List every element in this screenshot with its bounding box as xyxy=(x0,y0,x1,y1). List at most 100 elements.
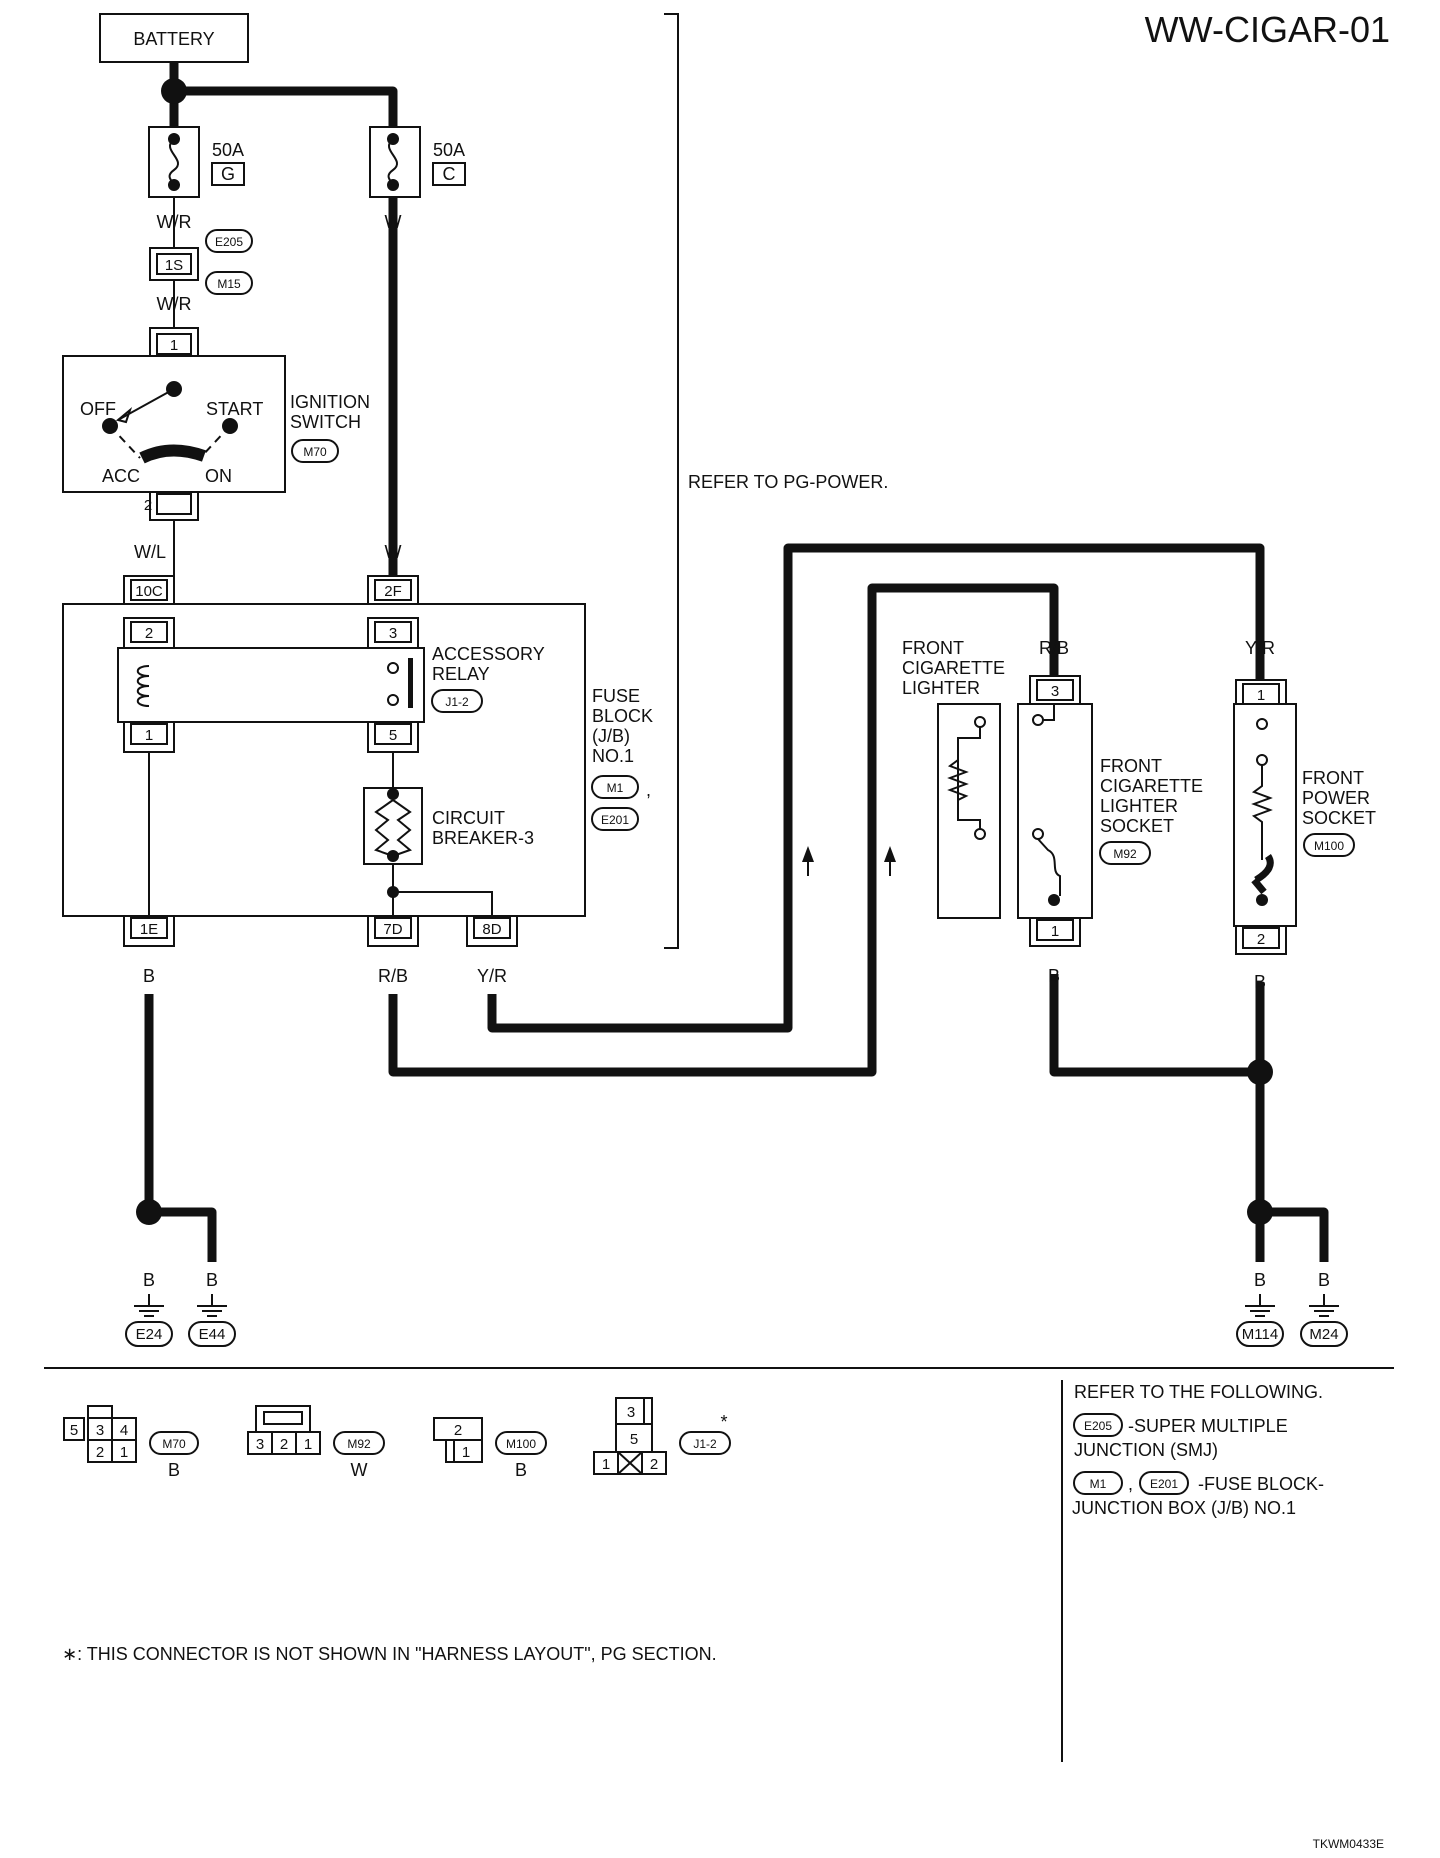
legend-m100-name: M100 xyxy=(506,1437,536,1451)
ignition-connector: M70 xyxy=(303,445,327,459)
lighter-socket-label-1: FRONT xyxy=(1100,756,1162,776)
smj-pin: 1S xyxy=(165,257,183,274)
ignition-label-2: SWITCH xyxy=(290,412,361,432)
fuse-g-rating: 50A xyxy=(212,140,244,160)
wire-color-b-1e: B xyxy=(143,966,155,986)
front-power-socket xyxy=(1233,679,1297,955)
legend-m70-color: B xyxy=(168,1460,180,1480)
fuse-c-rating: 50A xyxy=(433,140,465,160)
ignition-pin-top: 1 xyxy=(170,337,178,354)
wire-color-b-m24: B xyxy=(1318,1270,1330,1290)
refer-pg-power: REFER TO PG-POWER. xyxy=(688,472,888,492)
fuse-block-label-4: NO.1 xyxy=(592,746,634,766)
refer-item1-conn: E205 xyxy=(1084,1419,1112,1433)
legend-j1-2-pin-1: 1 xyxy=(602,1456,610,1473)
fuse-block-sep: , xyxy=(646,780,651,800)
ground-m114: M114 xyxy=(1242,1326,1278,1343)
footnote: ∗: THIS CONNECTOR IS NOT SHOWN IN "HARNE… xyxy=(62,1644,717,1664)
smj-connector-e205: E205 xyxy=(215,235,243,249)
legend-m70-pin-5: 5 xyxy=(70,1422,78,1439)
wire-color-r-b-lighter: R/B xyxy=(1039,638,1069,658)
smj-connector-m15: M15 xyxy=(217,277,241,291)
footer-code: TKWM0433E xyxy=(1313,1837,1384,1851)
fuse-block-connector-e201: E201 xyxy=(601,813,629,827)
fuse-block-pin-2f: 2F xyxy=(384,583,402,600)
fuse-block-connector-m1: M1 xyxy=(607,781,624,795)
legend-j1-2-pin-5: 5 xyxy=(630,1431,638,1448)
power-socket-label-3: SOCKET xyxy=(1302,808,1376,828)
lighter-socket-connector: M92 xyxy=(1113,847,1137,861)
breaker-label-1: CIRCUIT xyxy=(432,808,505,828)
fuse-block xyxy=(62,603,586,917)
circuit-breaker-3 xyxy=(363,752,493,932)
legend-m92-pin-3: 3 xyxy=(256,1436,264,1453)
ignition-pos-acc: ACC xyxy=(102,466,140,486)
wire-color-b-m114: B xyxy=(1254,1270,1266,1290)
lighter-label-1: FRONT xyxy=(902,638,964,658)
diagram-title: WW-CIGAR-01 xyxy=(1145,9,1390,50)
wire-color-w-r-top: W/R xyxy=(157,212,192,232)
wire-color-w-top: W xyxy=(385,212,402,232)
power-socket-label-1: FRONT xyxy=(1302,768,1364,788)
ignition-pos-off: OFF xyxy=(80,399,116,419)
refer-item2-line2: JUNCTION BOX (J/B) NO.1 xyxy=(1072,1498,1296,1518)
wire-color-w-l: W/L xyxy=(134,542,166,562)
legend-m100-pin-2: 2 xyxy=(454,1422,462,1439)
ignition-label-1: IGNITION xyxy=(290,392,370,412)
fuse-g-letter: G xyxy=(221,164,235,184)
front-cigarette-lighter-socket xyxy=(1017,675,1093,947)
wire-color-w-r-bottom: W/R xyxy=(157,294,192,314)
legend-m92-pin-1: 1 xyxy=(304,1436,312,1453)
wire-color-b-lighter: B xyxy=(1048,966,1060,986)
legend-m92 xyxy=(247,1405,321,1455)
ignition-pin-bottom: 2 xyxy=(144,497,152,514)
legend-m70 xyxy=(63,1405,137,1463)
ignition-switch xyxy=(62,327,286,576)
refer-item2-line1: -FUSE BLOCK- xyxy=(1198,1474,1324,1494)
ignition-pos-on: ON xyxy=(205,466,232,486)
ground-symbols xyxy=(134,1294,1339,1317)
lighter-socket-label-2: CIGARETTE xyxy=(1100,776,1203,796)
refer-item2-conn1: M1 xyxy=(1090,1477,1107,1491)
ground-e24: E24 xyxy=(136,1326,163,1343)
lighter-socket-pin-bottom: 1 xyxy=(1051,923,1059,940)
battery-label: BATTERY xyxy=(133,29,214,49)
relay-connector: J1-2 xyxy=(445,695,469,709)
fuse-block-label-3: (J/B) xyxy=(592,726,630,746)
legend-m92-color: W xyxy=(351,1460,368,1480)
fuse-block-label-1: FUSE xyxy=(592,686,640,706)
direction-arrows xyxy=(802,846,896,876)
wire-color-b-e24: B xyxy=(143,1270,155,1290)
legend-m100-pin-1: 1 xyxy=(462,1444,470,1461)
fuse-c xyxy=(369,126,421,198)
wire-color-r-b-7d: R/B xyxy=(378,966,408,986)
wire-color-y-r-socket: Y/R xyxy=(1245,638,1275,658)
legend-j1-2 xyxy=(593,1397,667,1475)
refer-following-title: REFER TO THE FOLLOWING. xyxy=(1074,1382,1323,1402)
lighter-socket-label-4: SOCKET xyxy=(1100,816,1174,836)
fuse-block-pin-7d: 7D xyxy=(383,921,402,938)
legend-m70-pin-1: 1 xyxy=(120,1444,128,1461)
power-socket-pin-top: 1 xyxy=(1257,687,1265,704)
relay-pin-1: 1 xyxy=(145,727,153,744)
power-socket-pin-bottom: 2 xyxy=(1257,931,1265,948)
power-socket-connector: M100 xyxy=(1314,839,1344,853)
ground-e44: E44 xyxy=(199,1326,226,1343)
battery-box xyxy=(99,13,249,63)
legend-j1-2-pin-3: 3 xyxy=(627,1404,635,1421)
fuse-g xyxy=(148,126,200,198)
fuse-block-pin-1e: 1E xyxy=(140,921,158,938)
lighter-socket-pin-top: 3 xyxy=(1051,683,1059,700)
legend-m100 xyxy=(433,1417,483,1463)
battery-wires xyxy=(161,62,398,127)
legend-m70-name: M70 xyxy=(162,1437,186,1451)
wire-color-b-socket: B xyxy=(1254,972,1266,992)
legend-m92-name: M92 xyxy=(347,1437,371,1451)
ignition-pos-start: START xyxy=(206,399,263,419)
legend-m100-color: B xyxy=(515,1460,527,1480)
output-wires xyxy=(136,543,1329,1262)
pg-power-bracket xyxy=(664,13,679,949)
refer-item1-line2: JUNCTION (SMJ) xyxy=(1074,1440,1218,1460)
fuse-block-pin-10c: 10C xyxy=(135,583,163,600)
relay-label-2: RELAY xyxy=(432,664,490,684)
